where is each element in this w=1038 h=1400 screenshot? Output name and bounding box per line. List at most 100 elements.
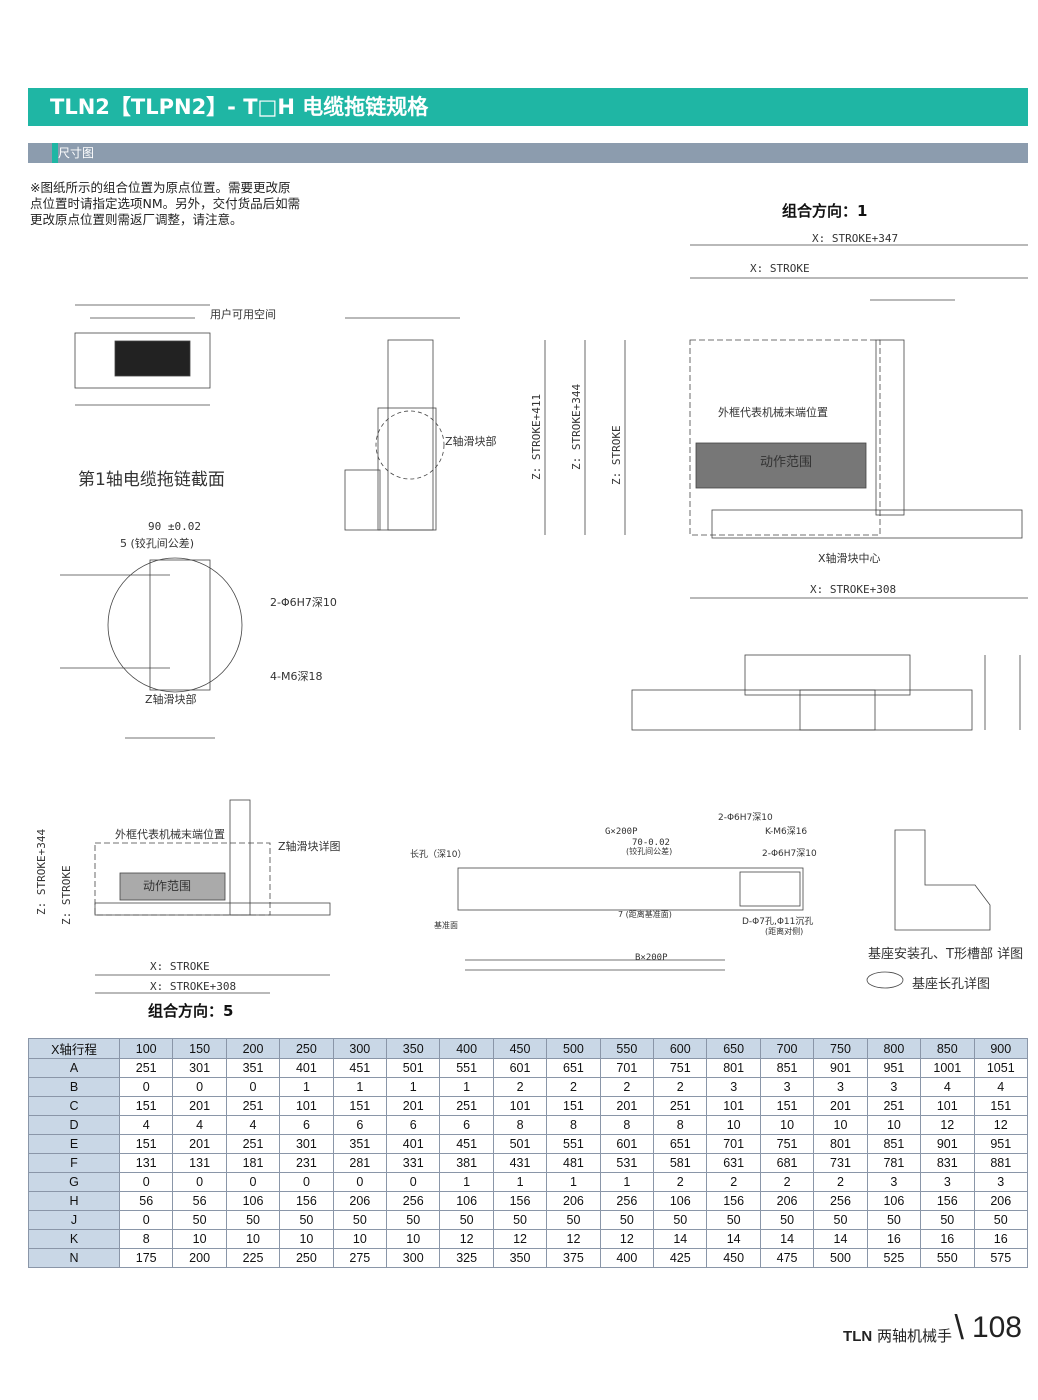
table-cell: 181 — [225, 1153, 281, 1173]
table-cell: 550 — [920, 1248, 975, 1268]
table-cell: 4 — [118, 1115, 174, 1135]
table-header-cell: 450 — [492, 1038, 548, 1059]
table-cell: 101 — [279, 1096, 334, 1116]
table-cell: 0 — [172, 1172, 227, 1192]
table-cell: 50 — [439, 1210, 494, 1230]
table-cell: 50 — [332, 1210, 388, 1230]
dim-zs411: Z: STROKE+411 — [530, 394, 543, 480]
table-cell: 106 — [439, 1191, 494, 1211]
table-cell: 601 — [599, 1134, 655, 1154]
table-cell: 501 — [492, 1134, 548, 1154]
table-cell: 731 — [813, 1153, 868, 1173]
table-cell: 156 — [492, 1191, 548, 1211]
table-cell: 14 — [813, 1229, 868, 1249]
table-row-label: C — [28, 1096, 120, 1116]
table-cell: 0 — [118, 1077, 174, 1097]
table-row-label: J — [28, 1210, 120, 1230]
table-cell: 851 — [759, 1058, 815, 1078]
table-cell: 701 — [599, 1058, 655, 1078]
table-cell: 481 — [546, 1153, 601, 1173]
table-cell: 0 — [386, 1172, 441, 1192]
table-cell: 531 — [599, 1153, 655, 1173]
footer-divider: \ — [954, 1309, 964, 1347]
table-cell: 351 — [225, 1058, 281, 1078]
table-cell: 101 — [706, 1096, 761, 1116]
table-cell: 10 — [172, 1229, 227, 1249]
table-cell: 12 — [920, 1115, 975, 1135]
table-header-cell: 300 — [332, 1038, 388, 1059]
table-cell: 200 — [172, 1248, 227, 1268]
table-cell: 50 — [866, 1210, 922, 1230]
ref7: 7 (距离基准面) — [618, 909, 672, 919]
bx-label: B×200P — [635, 953, 668, 963]
table-header-cell: 500 — [546, 1038, 601, 1059]
footer-brand-sub: 两轴机械手 — [876, 1327, 952, 1345]
dimension-drawings: 用户可用空间 第1轴电缆拖链截面 Z轴滑块部 90 ±0.02 5 (铰孔间公差… — [35, 202, 1028, 1020]
table-cell: 12 — [599, 1229, 655, 1249]
table-cell: 701 — [706, 1134, 761, 1154]
tolerance-label: 90 ±0.02 — [148, 520, 201, 533]
base-slot-label: 基座长孔详图 — [912, 977, 990, 992]
table-cell: 281 — [332, 1153, 388, 1173]
table-cell: 901 — [920, 1134, 975, 1154]
table-cell: 851 — [866, 1134, 922, 1154]
dim-zs-b: Z: STROKE — [60, 865, 73, 925]
table-cell: 3 — [920, 1172, 975, 1192]
table-cell: 2 — [653, 1172, 708, 1192]
table-cell: 256 — [386, 1191, 441, 1211]
dim-xs347: X: STROKE+347 — [812, 232, 898, 245]
table-cell: 4 — [172, 1115, 227, 1135]
table-cell: 475 — [759, 1248, 815, 1268]
table-cell: 1 — [546, 1172, 601, 1192]
table-cell: 151 — [332, 1096, 388, 1116]
table-cell: 4 — [973, 1077, 1028, 1097]
table-row-label: N — [28, 1248, 120, 1268]
table-cell: 256 — [599, 1191, 655, 1211]
table-cell: 2 — [759, 1172, 815, 1192]
table-cell: 401 — [279, 1058, 334, 1078]
table-cell: 10 — [386, 1229, 441, 1249]
table-cell: 6 — [439, 1115, 494, 1135]
table-cell: 16 — [973, 1229, 1028, 1249]
table-cell: 2 — [653, 1077, 708, 1097]
chain-section-outline — [74, 332, 211, 389]
section-caption: 第1轴电缆拖链截面 — [78, 470, 225, 490]
table-cell: 575 — [973, 1248, 1028, 1268]
table-cell: 501 — [386, 1058, 441, 1078]
table-cell: 206 — [332, 1191, 388, 1211]
hole-label-5: 2-Φ6H7深10 — [762, 848, 817, 859]
dim-xs308: X: STROKE+308 — [810, 583, 896, 596]
origin-note: ※图纸所示的组合位置为原点位置。需要更改原点位置时请指定选项NM。另外，交付货品… — [30, 180, 301, 227]
table-cell: 425 — [653, 1248, 708, 1268]
table-cell: 901 — [813, 1058, 868, 1078]
dim-zs344-b: Z: STROKE+344 — [35, 829, 48, 915]
table-header-cell: 650 — [706, 1038, 761, 1059]
section-label: 尺寸图 — [58, 146, 95, 160]
table-cell: 12 — [492, 1229, 548, 1249]
footer-brand: TLN — [843, 1328, 873, 1345]
dim-xs-b: X: STROKE — [150, 960, 210, 973]
table-cell: 831 — [920, 1153, 975, 1173]
table-cell: 250 — [279, 1248, 334, 1268]
section-bar: 尺寸图 — [28, 143, 1028, 163]
table-cell: 681 — [759, 1153, 815, 1173]
table-cell: 14 — [653, 1229, 708, 1249]
table-header-cell: 550 — [599, 1038, 655, 1059]
table-cell: 0 — [279, 1172, 334, 1192]
outer-frame-label-5: 外框代表机械末端位置 — [115, 827, 225, 841]
table-cell: 1 — [332, 1077, 388, 1097]
table-cell: 1051 — [973, 1058, 1028, 1078]
tolerance-label-2: 5 (铰孔间公差) — [120, 536, 194, 550]
table-cell: 0 — [332, 1172, 388, 1192]
table-cell: 251 — [439, 1096, 494, 1116]
table-cell: 3 — [706, 1077, 761, 1097]
orient5-title: 组合方向：5 — [148, 1002, 233, 1020]
table-cell: 801 — [813, 1134, 868, 1154]
page-title: TLN2【TLPN2】- T□H 电缆拖链规格 — [28, 88, 1028, 126]
outer-frame-label: 外框代表机械末端位置 — [718, 405, 828, 419]
table-cell: 101 — [920, 1096, 975, 1116]
table-cell: 131 — [172, 1153, 227, 1173]
